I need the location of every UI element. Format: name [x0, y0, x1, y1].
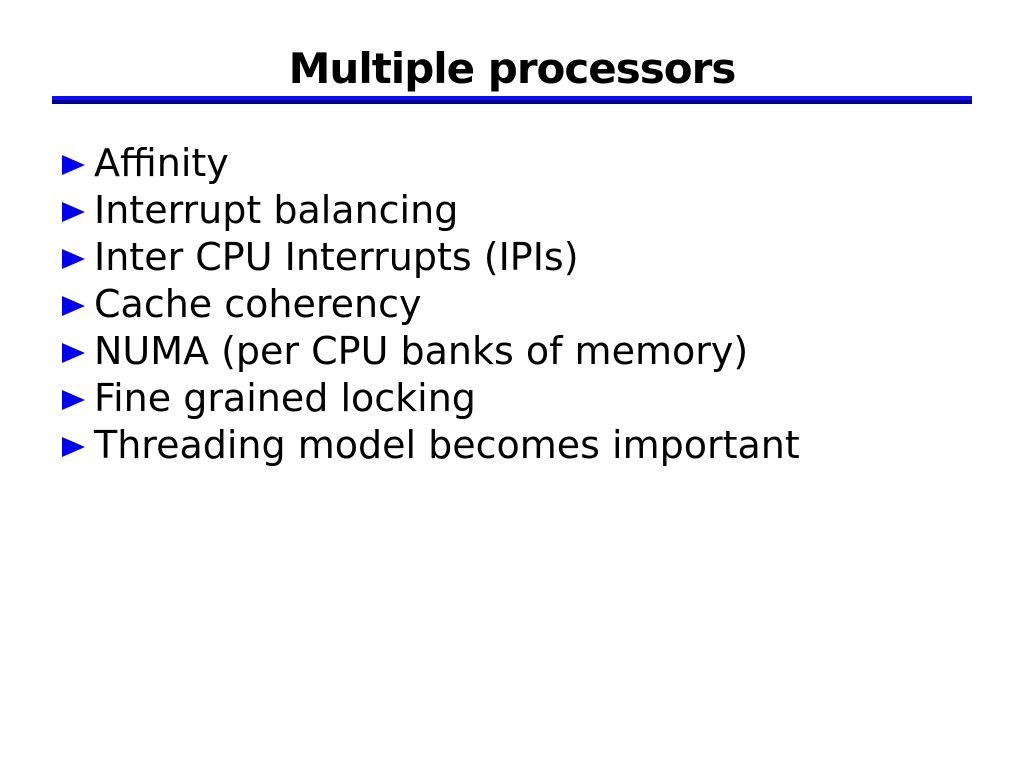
list-item: Inter CPU Interrupts (IPIs)	[62, 234, 800, 281]
list-item: Threading model becomes important	[62, 422, 800, 469]
list-item: Fine grained locking	[62, 375, 800, 422]
bullet-triangle-icon	[62, 202, 85, 222]
slide-title: Multiple processors	[288, 44, 737, 93]
bullet-text: Interrupt balancing	[94, 188, 459, 232]
list-item: Interrupt balancing	[62, 187, 800, 234]
title-underline-rule	[52, 96, 972, 104]
bullet-text: Affinity	[94, 141, 229, 185]
bullet-list: Affinity Interrupt balancing Inter CPU I…	[62, 140, 800, 469]
bullet-text: NUMA (per CPU banks of memory)	[94, 329, 749, 373]
bullet-triangle-icon	[62, 249, 85, 269]
bullet-text: Fine grained locking	[94, 376, 476, 420]
bullet-text: Cache coherency	[94, 282, 422, 326]
bullet-triangle-icon	[62, 437, 85, 457]
bullet-triangle-icon	[62, 155, 85, 175]
list-item: Affinity	[62, 140, 800, 187]
list-item: Cache coherency	[62, 281, 800, 328]
bullet-text: Inter CPU Interrupts (IPIs)	[94, 235, 579, 279]
bullet-text: Threading model becomes important	[94, 423, 800, 467]
bullet-triangle-icon	[62, 296, 85, 316]
bullet-triangle-icon	[62, 343, 85, 363]
list-item: NUMA (per CPU banks of memory)	[62, 328, 800, 375]
bullet-triangle-icon	[62, 390, 85, 410]
